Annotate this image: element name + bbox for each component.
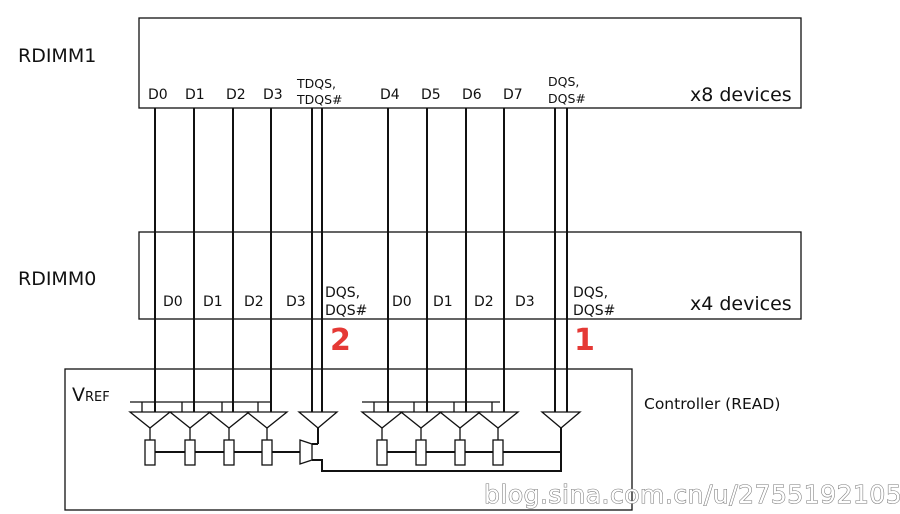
vref-sub: REF (85, 390, 110, 405)
rdimm0-pin-d1-right: D1 (433, 294, 453, 310)
rdimm1-pin-d1: D1 (185, 87, 205, 103)
rdimm1-box (138, 17, 802, 109)
dqs-receiver-left (297, 411, 339, 429)
rdimm0-pin-d3: D3 (286, 294, 306, 310)
vref-main: V (72, 384, 85, 406)
vref-bus (130, 401, 500, 412)
rdimm0-device-label: x4 devices (690, 293, 792, 315)
strobe-lines (155, 428, 562, 472)
rdimm0-dqs-right-label: DQS, (573, 285, 608, 301)
rdimm1-device-label: x8 devices (690, 84, 792, 106)
dqs-wires (554, 108, 568, 412)
annotation-mark-1: 1 (574, 323, 595, 358)
rdimm0-pin-d0: D0 (163, 294, 183, 310)
rdimm0-dqs-left-label: DQS, (325, 285, 360, 301)
dqs-receiver-right (540, 411, 582, 429)
rdimm1-dqs-label: DQS, (548, 74, 579, 89)
rdimm0-label: RDIMM0 (18, 268, 96, 290)
vref-label: VREF (72, 384, 110, 406)
controller-label: Controller (READ) (644, 395, 780, 413)
rdimm0-pin-d2-right: D2 (474, 294, 494, 310)
rdimm1-tdqs-label: TDQS, (296, 76, 336, 91)
rdimm0-pin-d0-right: D0 (392, 294, 412, 310)
rdimm1-pin-d0: D0 (148, 87, 168, 103)
receivers-left (128, 411, 289, 429)
rdimm1-pin-d5: D5 (421, 87, 441, 103)
annotation-mark-2: 2 (330, 323, 351, 358)
watermark: blog.sina.com.cn/u/2755192105 (484, 480, 900, 509)
rdimm0-pin-d1: D1 (203, 294, 223, 310)
rdimm1-pin-d4: D4 (380, 87, 400, 103)
tdqs-wires (311, 108, 323, 412)
rdimm1-pin-d6: D6 (462, 87, 482, 103)
rdimm0-box (138, 231, 802, 320)
rdimm0-dqs-n-right-label: DQS# (573, 303, 615, 319)
rdimm1-tdqs-n-label: TDQS# (296, 92, 343, 107)
receivers-right (360, 411, 520, 429)
rdimm1-dqs-n-label: DQS# (548, 91, 586, 106)
rdimm0-pin-d3-right: D3 (515, 294, 535, 310)
rdimm0-dqs-n-left-label: DQS# (325, 303, 367, 319)
rdimm1-label: RDIMM1 (18, 45, 96, 67)
rdimm1-pin-d2: D2 (226, 87, 246, 103)
rdimm0-pin-d2: D2 (244, 294, 264, 310)
strobe-mux (299, 439, 313, 465)
rdimm1-pin-d7: D7 (503, 87, 523, 103)
data-wires (154, 108, 505, 412)
receiver-outputs (149, 428, 499, 440)
controller-box (64, 368, 633, 511)
rdimm1-pin-d3: D3 (263, 87, 283, 103)
